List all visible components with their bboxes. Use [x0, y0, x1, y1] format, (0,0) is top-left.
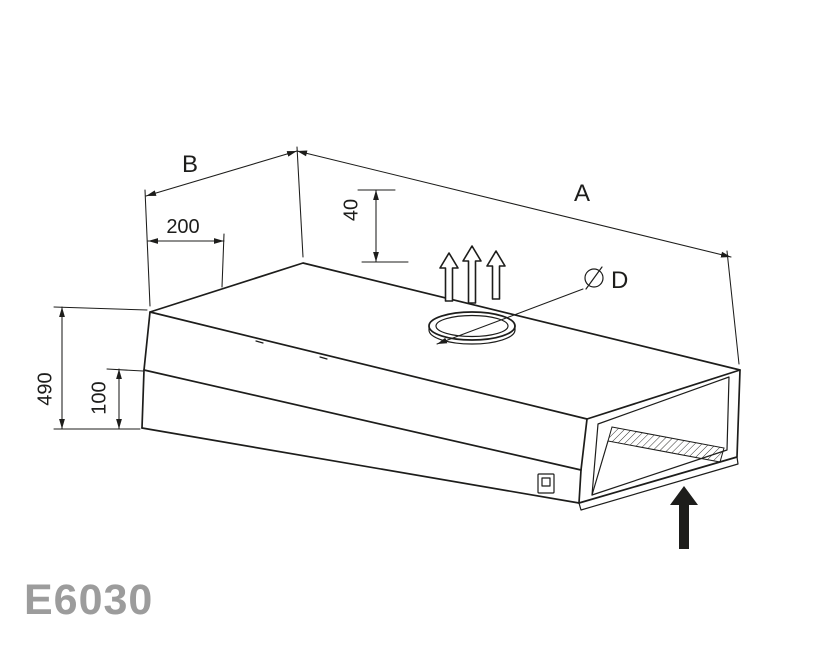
exhaust-airflow-arrows-icon — [439, 245, 506, 304]
collar-height-label: 40 — [340, 199, 362, 221]
dimension-duct-offset-200: 200 — [147, 216, 225, 288]
grease-filter-hatch — [607, 426, 725, 463]
dimension-front-panel-height-100: 100 — [88, 368, 144, 430]
duct-collar — [428, 311, 516, 345]
intake-airflow-arrow-icon — [670, 486, 698, 549]
length-label: A — [574, 180, 590, 207]
dimension-collar-height-40: 40 — [340, 189, 409, 263]
front-panel-height-label: 100 — [88, 381, 110, 414]
duct-offset-label: 200 — [166, 216, 199, 238]
duct-diameter-label: D — [611, 267, 628, 294]
hood-body — [141, 262, 741, 511]
model-number: E6030 — [24, 576, 153, 624]
filter-opening — [591, 376, 730, 496]
dimension-length-A: A — [296, 150, 740, 365]
dimension-overall-height-490: 490 — [34, 306, 148, 430]
diameter-symbol-icon — [584, 266, 604, 290]
depth-label: B — [182, 151, 198, 178]
duct-diameter-callout: D — [436, 266, 628, 345]
control-switch — [537, 473, 555, 494]
overall-height-label: 490 — [34, 372, 56, 405]
